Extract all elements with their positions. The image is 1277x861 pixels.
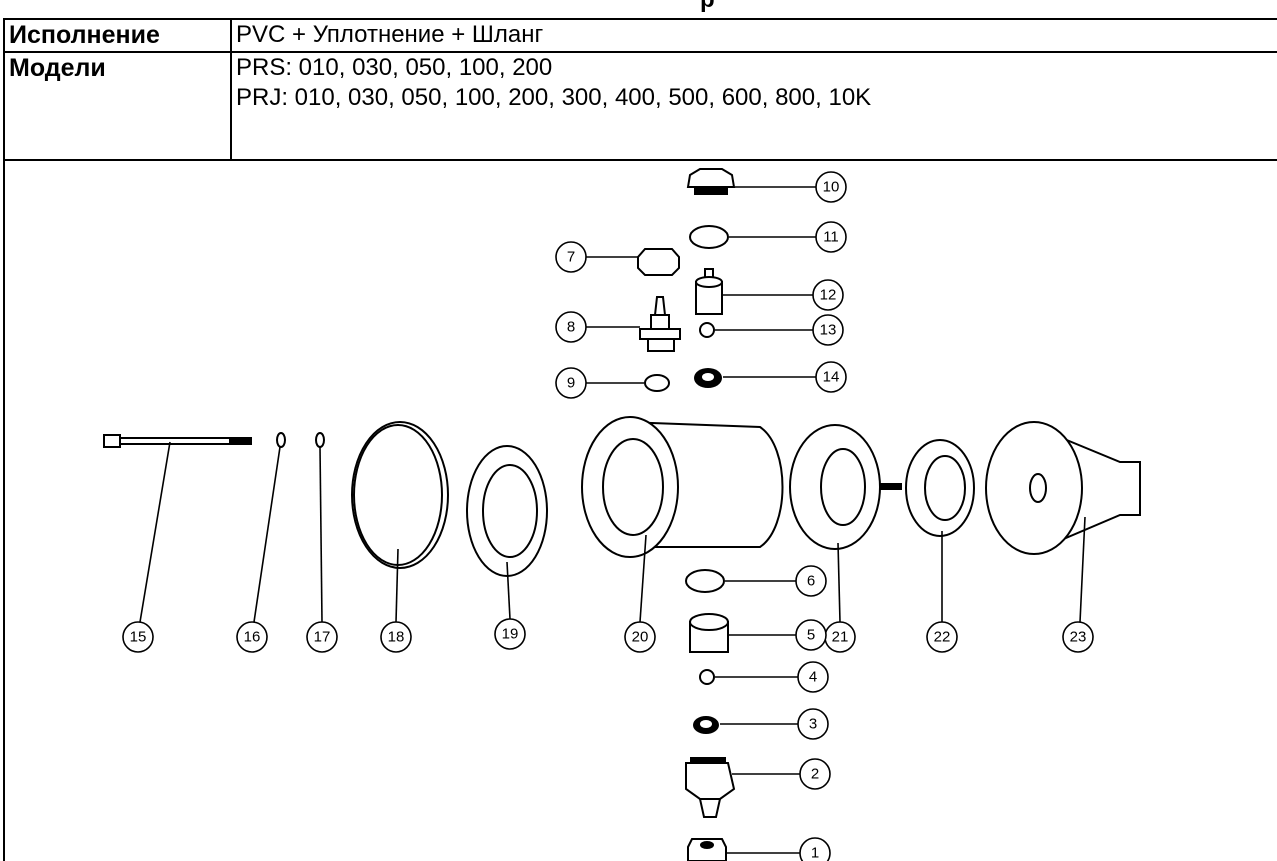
part-22-plate: [905, 439, 975, 537]
part-19-gasket: [466, 445, 548, 577]
models-line-prs: PRS: 010, 030, 050, 100, 200: [236, 54, 553, 81]
spec-table: Исполнение PVC + Уплотнение + Шланг Моде…: [3, 18, 1277, 161]
part-12-valve-body: [695, 268, 723, 315]
svg-text:14: 14: [823, 369, 840, 386]
callout-6: 6: [795, 565, 827, 597]
callout-8: 8: [555, 311, 587, 343]
svg-text:5: 5: [807, 627, 815, 644]
part-18-cover: [351, 421, 449, 569]
label-execution: Исполнение: [3, 18, 232, 53]
part-1-nut: [687, 838, 727, 861]
part-4-ball: [699, 669, 715, 685]
svg-text:11: 11: [823, 229, 839, 246]
callout-13: 13: [812, 314, 844, 346]
svg-text:10: 10: [823, 179, 840, 196]
callout-10: 10: [815, 171, 847, 203]
leader-lines: [139, 186, 1086, 854]
part-14-seat: [694, 368, 722, 388]
callout-3: 3: [797, 708, 829, 740]
svg-text:6: 6: [807, 573, 815, 590]
callout-19: 19: [494, 618, 526, 650]
callout-5: 5: [795, 619, 827, 651]
callout-21: 21: [824, 621, 856, 653]
part-6-ring: [685, 569, 725, 593]
part-13-ball: [699, 322, 715, 338]
callout-17: 17: [306, 621, 338, 653]
part-15-bolt: [103, 434, 252, 448]
svg-text:21: 21: [832, 629, 849, 646]
callout-20: 20: [624, 621, 656, 653]
callout-22: 22: [926, 621, 958, 653]
svg-text:13: 13: [820, 322, 837, 339]
page-title-strip: р: [0, 0, 1277, 20]
part-17-washer: [315, 432, 325, 448]
part-9-washer: [644, 374, 670, 392]
callout-14: 14: [815, 361, 847, 393]
table-row-execution: Исполнение PVC + Уплотнение + Шланг: [3, 18, 1277, 53]
models-line-prj: PRJ: 010, 030, 050, 100, 200, 300, 400, …: [236, 84, 872, 111]
part-23-end-cover: [985, 421, 1141, 555]
callout-12: 12: [812, 279, 844, 311]
callout-2: 2: [799, 758, 831, 790]
part-10-cap: [686, 168, 736, 195]
part-3-seat: [693, 716, 719, 734]
svg-text:12: 12: [820, 287, 837, 304]
svg-text:15: 15: [130, 629, 147, 646]
label-models: Модели: [3, 51, 232, 161]
part-5-valve-body: [689, 613, 729, 653]
svg-text:2: 2: [811, 766, 819, 783]
callout-16: 16: [236, 621, 268, 653]
page-title: р: [700, 0, 715, 14]
callout-15: 15: [122, 621, 154, 653]
svg-text:9: 9: [567, 375, 575, 392]
svg-text:18: 18: [388, 629, 405, 646]
svg-text:22: 22: [934, 629, 951, 646]
callout-11: 11: [815, 221, 847, 253]
svg-text:1: 1: [811, 845, 819, 861]
exploded-view-drawing: 10 11 12 13 14 7 8 9 15 16 17 18 19 20 2…: [103, 168, 1141, 861]
svg-text:8: 8: [567, 319, 575, 336]
svg-text:17: 17: [314, 629, 331, 646]
part-2-fitting: [685, 757, 736, 818]
callout-18: 18: [380, 621, 412, 653]
svg-text:23: 23: [1070, 629, 1087, 646]
callout-9: 9: [555, 367, 587, 399]
part-7-nut: [637, 248, 680, 276]
drawing-cell: [3, 157, 1277, 861]
part-8-fitting: [639, 296, 681, 352]
callout-1: 1: [799, 837, 831, 861]
value-execution: PVC + Уплотнение + Шланг: [230, 18, 1277, 53]
svg-text:3: 3: [809, 716, 817, 733]
svg-text:19: 19: [502, 626, 519, 643]
svg-text:20: 20: [632, 629, 649, 646]
svg-text:4: 4: [809, 669, 817, 686]
part-16-washer: [276, 432, 286, 448]
callout-4: 4: [797, 661, 829, 693]
callout-23: 23: [1062, 621, 1094, 653]
callout-7: 7: [555, 241, 587, 273]
part-20-housing: [581, 416, 784, 558]
value-models: PRS: 010, 030, 050, 100, 200 PRJ: 010, 0…: [230, 51, 1277, 161]
svg-text:7: 7: [567, 249, 575, 266]
part-21-diaphragm: [789, 424, 902, 550]
svg-text:16: 16: [244, 629, 261, 646]
part-11-ring: [689, 225, 729, 249]
table-row-models: Модели PRS: 010, 030, 050, 100, 200 PRJ:…: [3, 51, 1277, 161]
